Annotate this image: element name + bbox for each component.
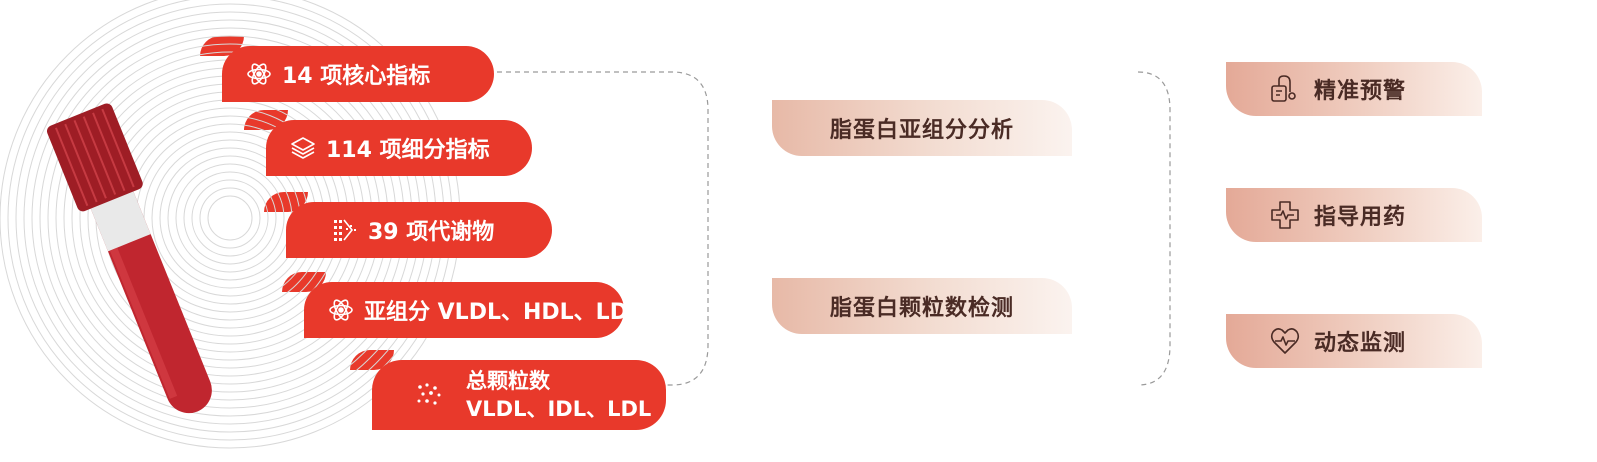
feature-pill-metabolites: 39 项代谢物 xyxy=(264,192,552,258)
connector-bracket-right xyxy=(1137,71,1171,386)
feature-pill-label: 39 项代谢物 xyxy=(368,220,495,245)
medical-cross-icon xyxy=(1271,201,1299,229)
feature-pill-label: 亚组分 VLDL、HDL、LDL xyxy=(364,300,642,325)
mid-label-text: 脂蛋白亚组分分析 xyxy=(829,118,1014,143)
feature-pill-detailed-indicators: 114 项细分指标 xyxy=(244,110,532,176)
benefit-medication-guidance: 指导用药 xyxy=(1226,188,1482,242)
feature-pill-label-line2: VLDL、IDL、LDL xyxy=(466,397,652,421)
benefit-dynamic-monitoring: 动态监测 xyxy=(1226,314,1482,368)
particles-icon xyxy=(417,383,441,405)
mid-label-subcomponent-analysis: 脂蛋白亚组分分析 xyxy=(772,100,1072,156)
benefit-precise-warning: 精准预警 xyxy=(1226,62,1482,116)
benefit-label: 动态监测 xyxy=(1314,331,1407,356)
layers-icon xyxy=(291,137,315,159)
blood-tube xyxy=(46,103,212,414)
feature-pill-particle-count: 总颗粒数 VLDL、IDL、LDL xyxy=(350,350,666,430)
stethoscope-icon xyxy=(1271,75,1296,102)
feature-pill-core-indicators: 14 项核心指标 xyxy=(200,36,494,102)
feature-pill-label: 114 项细分指标 xyxy=(326,138,490,163)
benefit-label: 精准预警 xyxy=(1314,79,1407,104)
feature-pill-label: 14 项核心指标 xyxy=(282,64,431,89)
connector-bracket-left xyxy=(497,71,709,386)
benefit-label: 指导用药 xyxy=(1314,205,1407,230)
atom-icon xyxy=(329,299,353,321)
heart-pulse-icon xyxy=(1270,328,1300,354)
mid-label-particle-detection: 脂蛋白颗粒数检测 xyxy=(772,278,1072,334)
mid-label-text: 脂蛋白颗粒数检测 xyxy=(829,296,1014,321)
feature-pill-label-line1: 总颗粒数 xyxy=(466,369,550,393)
atom-icon xyxy=(247,63,271,85)
dots-gradient-icon xyxy=(334,219,356,241)
feature-pill-subcomponents: 亚组分 VLDL、HDL、LDL xyxy=(282,272,642,338)
